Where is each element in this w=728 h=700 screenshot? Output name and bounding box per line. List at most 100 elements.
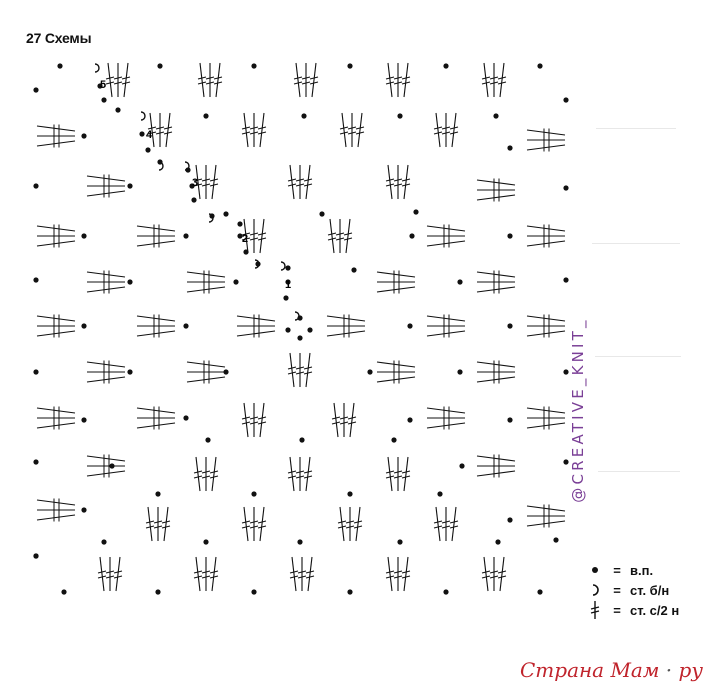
single-crochet-stitch <box>184 161 190 171</box>
double-crochet-stitch <box>476 179 516 186</box>
stitch-crossbar <box>113 575 123 579</box>
double-crochet-stitch <box>483 556 489 592</box>
stitch-crossbar <box>433 126 443 130</box>
legend-row-single-crochet: = ст. б/н <box>586 580 679 600</box>
stitch-crossbar <box>201 570 211 574</box>
stitch-crossbar <box>257 416 267 420</box>
chain-stitch <box>319 211 325 217</box>
stitch-crossbar <box>385 178 395 182</box>
chain-stitch <box>81 507 87 513</box>
chain-stitch <box>183 415 189 421</box>
chain-stitch <box>507 517 513 523</box>
stitch-crossbar <box>241 131 251 135</box>
double-crochet-stitch <box>305 164 311 200</box>
stitch-crossbar <box>449 520 459 524</box>
stitch-crossbar <box>257 126 267 130</box>
chain-stitch <box>285 265 291 271</box>
double-crochet-stitch <box>195 164 201 200</box>
chain-stitch <box>285 327 291 333</box>
legend-equals: = <box>613 562 621 578</box>
stitch-crossbar <box>163 131 173 135</box>
chain-stitch <box>443 63 449 69</box>
stitch-crossbar <box>337 525 347 529</box>
stitch-crossbar <box>303 178 313 182</box>
double-crochet-stitch <box>107 62 113 98</box>
chain-stitch <box>413 209 419 215</box>
chain-stitch <box>183 233 189 239</box>
stitch-crossbar <box>401 76 411 80</box>
stitch-crossbar <box>193 575 203 579</box>
double-crochet-stitch <box>199 62 205 98</box>
double-crochet-stitch <box>259 218 265 254</box>
stitch-crossbar <box>249 525 259 529</box>
chain-stitch <box>507 233 513 239</box>
legend-row-double-crochet: = ст. с/2 н <box>586 600 679 620</box>
round-label-4: 4 <box>146 129 153 141</box>
double-crochet-stitch <box>376 361 416 368</box>
double-crochet-stitch <box>36 330 76 337</box>
stitch-crossbar <box>401 178 411 182</box>
chain-stitch <box>185 167 191 173</box>
double-crochet-stitch <box>36 140 76 147</box>
stitch-crossbar <box>339 421 349 425</box>
legend-equals: = <box>613 602 621 618</box>
double-crochet-stitch <box>355 506 361 542</box>
double-crochet-stitch <box>236 315 276 322</box>
stitch-crossbar <box>257 421 267 425</box>
double-crochet-stitch <box>123 62 129 98</box>
stitch-crossbar <box>293 81 303 85</box>
chain-stitch <box>191 197 197 203</box>
stitch-crossbar <box>481 76 491 80</box>
double-crochet-stitch <box>36 240 76 247</box>
stitch-crossbar <box>213 81 223 85</box>
chain-stitch <box>81 417 87 423</box>
stitch-crossbar <box>347 131 357 135</box>
single-crochet-stitch <box>280 261 286 271</box>
double-crochet-stitch <box>149 112 155 148</box>
stitch-crossbar <box>327 232 337 236</box>
chain-stitch <box>297 335 303 341</box>
double-crochet-stitch <box>311 62 317 98</box>
stitch-crossbar <box>145 520 155 524</box>
double-crochet-stitch <box>289 164 295 200</box>
double-crochet-stitch <box>136 422 176 429</box>
legend-label: в.п. <box>630 562 654 578</box>
stitch-crossbar <box>153 520 163 524</box>
chain-stitch <box>297 539 303 545</box>
stitch-crossbar <box>209 575 219 579</box>
double-crochet-stitch <box>387 456 393 492</box>
double-crochet-stitch <box>163 506 169 542</box>
double-crochet-stitch <box>526 520 566 527</box>
double-crochet-stitch <box>136 315 176 322</box>
double-crochet-stitch <box>289 456 295 492</box>
stitch-crossbar <box>305 575 315 579</box>
double-crochet-stitch <box>526 407 566 414</box>
stitch-crossbar <box>297 575 307 579</box>
chain-stitch <box>251 589 257 595</box>
stitch-crossbar <box>327 237 337 241</box>
stitch-crossbar <box>433 131 443 135</box>
double-crochet-stitch <box>86 455 126 462</box>
site-brand: Страна Мам · ру <box>520 658 703 682</box>
chain-stitch <box>457 279 463 285</box>
double-crochet-stitch <box>86 376 126 383</box>
stitch-crossbar <box>385 475 395 479</box>
double-crochet-stitch <box>526 240 566 247</box>
chain-stitch <box>407 417 413 423</box>
chain-stitch <box>495 539 501 545</box>
chain-stitch <box>97 83 103 89</box>
double-crochet-stitch <box>211 164 217 200</box>
stitch-crossbar <box>301 76 311 80</box>
chain-stitch <box>437 491 443 497</box>
double-crochet-stitch <box>305 456 311 492</box>
stitch-crossbar <box>193 183 203 187</box>
stitch-crossbar <box>497 76 507 80</box>
chain-stitch <box>563 459 569 465</box>
double-crochet-stitch <box>403 556 409 592</box>
chain-stitch <box>115 107 121 113</box>
legend: = в.п. = ст. б/н = ст. с/2 н <box>586 560 679 620</box>
double-crochet-stitch <box>326 330 366 337</box>
double-crochet-stitch <box>136 407 176 414</box>
chain-stitch <box>237 221 243 227</box>
background-line <box>598 471 680 472</box>
